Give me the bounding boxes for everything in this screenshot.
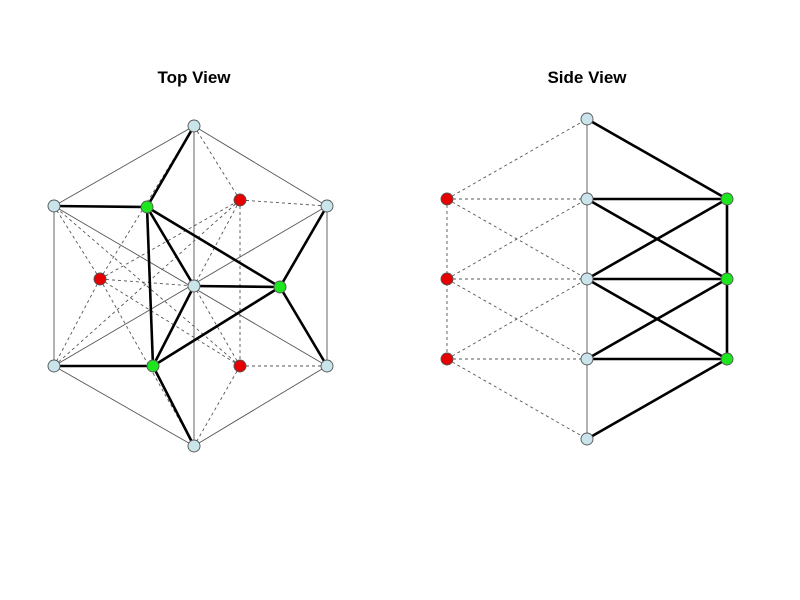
- node-red: [233, 193, 247, 207]
- top-view-diagram: Top View: [47, 68, 334, 453]
- side-view-nodes: [440, 112, 734, 446]
- node-green: [140, 200, 154, 214]
- node-green: [720, 352, 734, 366]
- side-view-title: Side View: [547, 68, 627, 87]
- top-view-dashed-edges: [53, 125, 328, 447]
- node-light: [580, 352, 594, 366]
- node-light-center: [187, 279, 201, 293]
- top-view-hexagon: [53, 125, 328, 447]
- node-green: [720, 192, 734, 206]
- node-red: [93, 272, 107, 286]
- node-red: [233, 359, 247, 373]
- side-view-diagram: Side View: [440, 68, 734, 446]
- node-light: [580, 112, 594, 126]
- node-light: [580, 192, 594, 206]
- node-light: [47, 199, 61, 213]
- side-view-dashed-edges: [446, 118, 588, 440]
- node-green: [273, 280, 287, 294]
- node-red: [440, 352, 454, 366]
- node-green: [720, 272, 734, 286]
- side-view-thick-edges: [585, 117, 729, 441]
- top-view-title: Top View: [157, 68, 231, 87]
- node-light: [580, 272, 594, 286]
- top-view-nodes: [47, 119, 334, 453]
- node-red: [440, 272, 454, 286]
- node-green: [146, 359, 160, 373]
- node-light: [580, 432, 594, 446]
- node-light: [187, 439, 201, 453]
- node-red: [440, 192, 454, 206]
- top-view-thick-edges: [52, 124, 329, 448]
- node-light: [320, 199, 334, 213]
- node-light: [320, 359, 334, 373]
- node-light: [187, 119, 201, 133]
- node-light: [47, 359, 61, 373]
